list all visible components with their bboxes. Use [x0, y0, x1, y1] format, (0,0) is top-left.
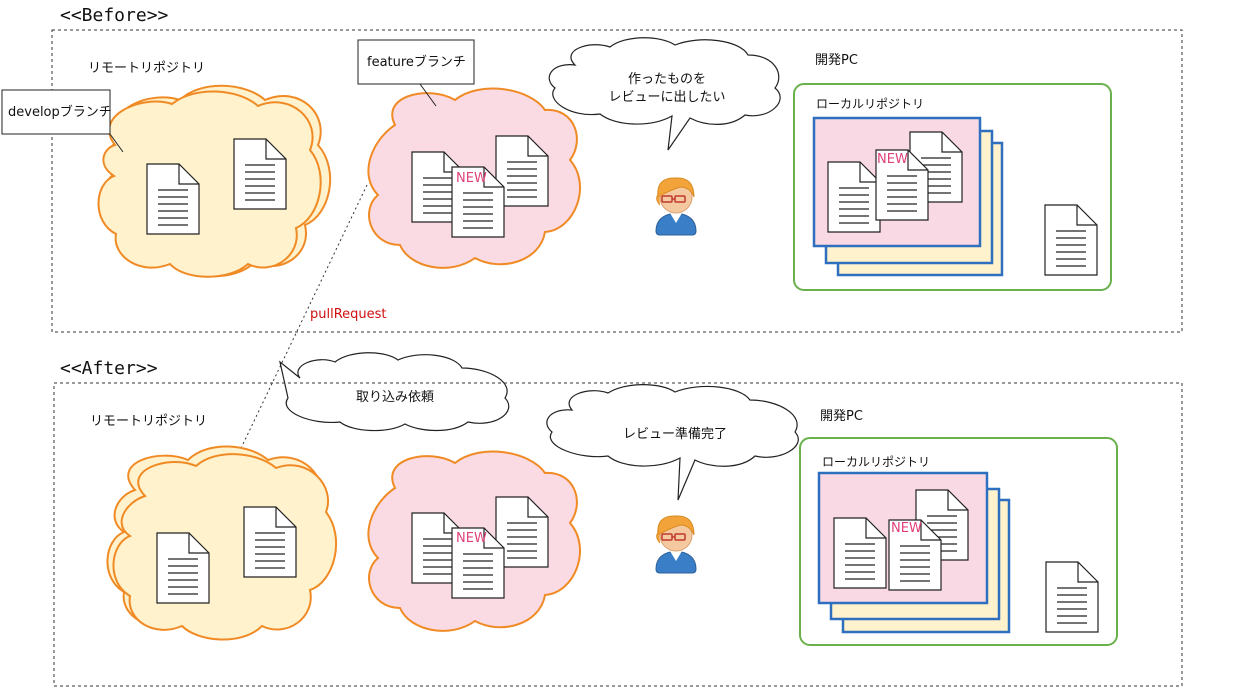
before-frame — [51, 29, 1183, 333]
before-local-repo-label: ローカルリポジトリ — [816, 97, 924, 111]
after-local-new-badge: NEW — [891, 521, 922, 536]
after-remote-repo-label: リモートリポジトリ — [90, 414, 207, 429]
after-feature-new-badge: NEW — [456, 531, 487, 546]
after-local-repo-label: ローカルリポジトリ — [822, 455, 930, 469]
after-develop-cloud — [106, 445, 338, 641]
before-develop-branch-label: developブランチ — [8, 104, 112, 120]
before-developer-icon — [655, 177, 697, 236]
before-feature-branch-label: featureブランチ — [367, 54, 466, 70]
request-bubble: 取り込み依頼 — [279, 352, 510, 432]
before-speech-line-2: レビューに出したい — [608, 90, 725, 105]
before-feature-new-badge: NEW — [456, 171, 487, 186]
before-dev-pc-label: 開発PC — [815, 53, 858, 68]
after-developer-icon — [655, 515, 697, 574]
pull-request-label: pullRequest — [310, 307, 387, 322]
before-heading: <<Before>> — [60, 5, 169, 26]
after-speech-text: レビュー準備完了 — [623, 426, 727, 442]
before-speech-line-1: 作ったものを — [628, 72, 706, 87]
before-feature-branch-callout: featureブランチ — [357, 39, 475, 107]
after-speech-bubble: レビュー準備完了 — [546, 384, 799, 501]
after-dev-pc-label: 開発PC — [820, 409, 863, 424]
after-frame — [53, 382, 1183, 687]
after-heading: <<After>> — [60, 358, 158, 379]
before-develop-branch-callout: developブランチ — [1, 89, 124, 153]
before-speech-bubble: 作ったものを レビューに出したい — [548, 37, 781, 151]
before-remote-repo-label: リモートリポジトリ — [88, 61, 205, 76]
before-local-new-badge: NEW — [877, 152, 908, 167]
before-develop-cloud — [97, 84, 332, 278]
request-bubble-text: 取り込み依頼 — [356, 390, 434, 405]
